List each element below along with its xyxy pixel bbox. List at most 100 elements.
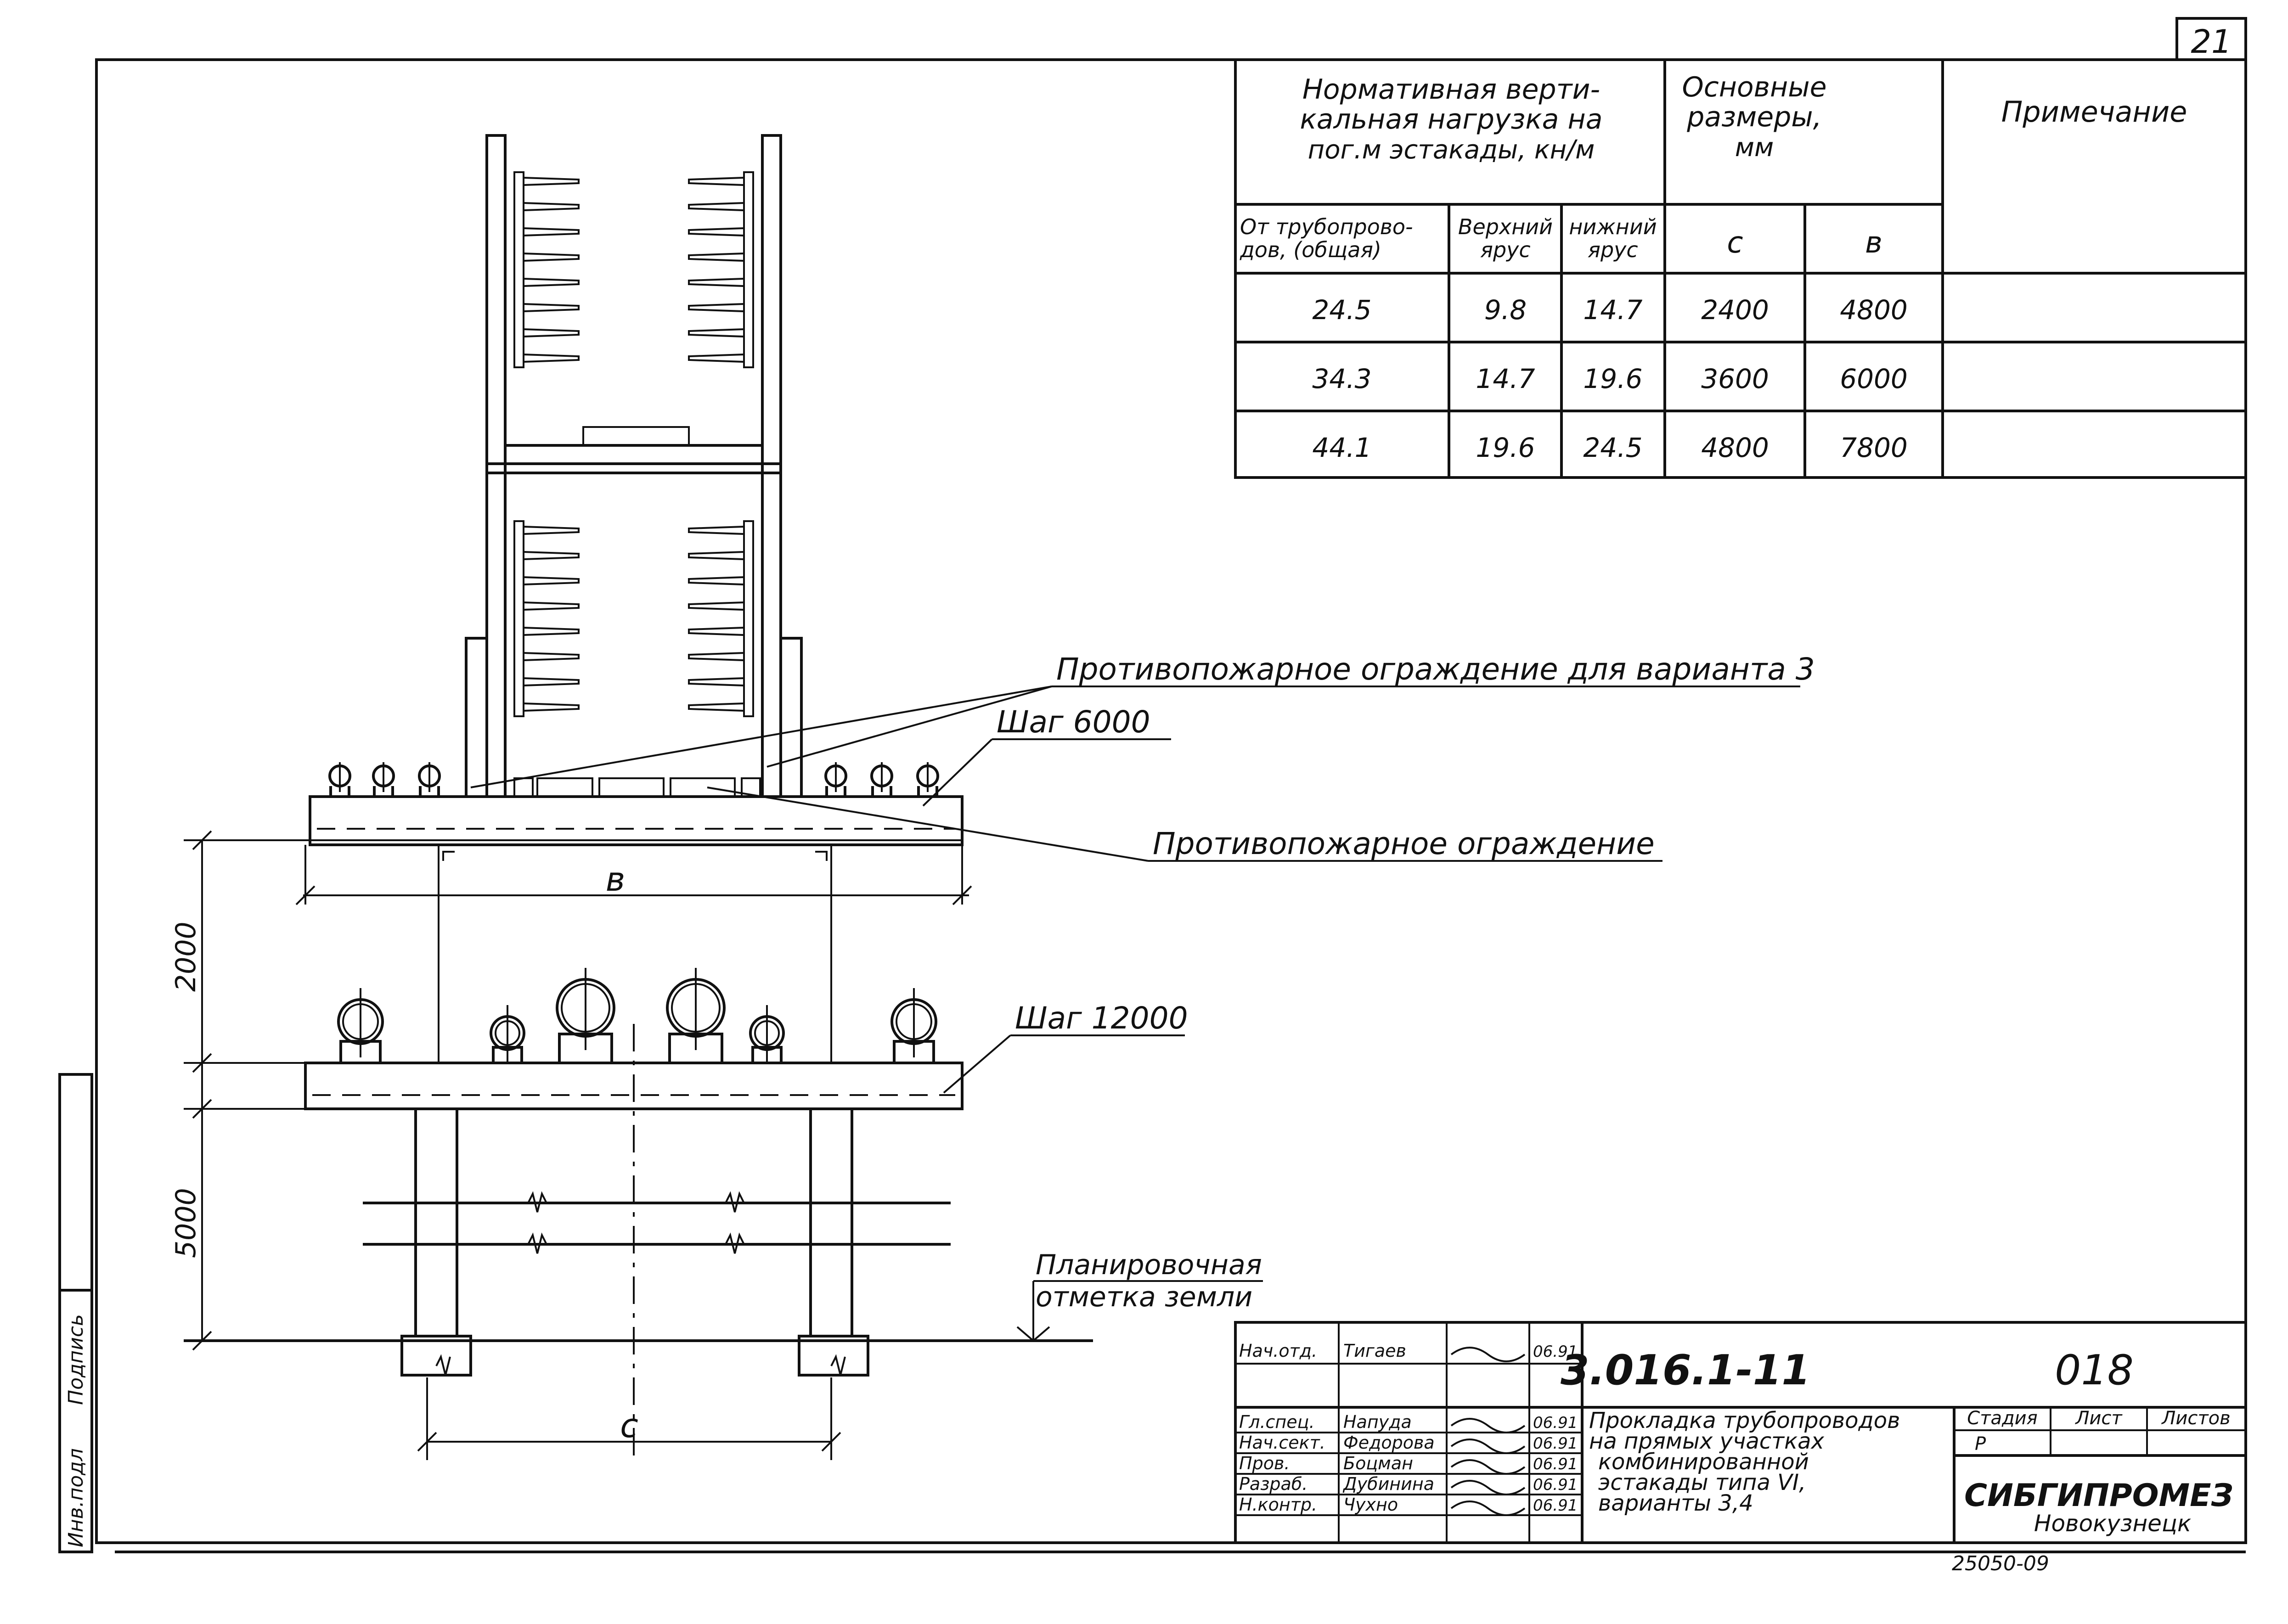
- cable-shelf-bracket: [523, 652, 580, 662]
- row-2-b: 6000: [1840, 363, 1908, 394]
- ground-label-line-2: отметка земли: [1036, 1281, 1252, 1313]
- cable-shelf-bracket: [688, 525, 745, 535]
- signature-name: Дубинина: [1342, 1474, 1434, 1494]
- cable-shelf-bracket: [523, 252, 580, 262]
- ground-label-line-1: Планировочная: [1036, 1249, 1262, 1281]
- cable-shelf-bracket: [688, 652, 745, 662]
- cable-shelf-bracket: [523, 626, 580, 636]
- cable-shelf-bracket: [523, 353, 580, 363]
- cable-shelf-bracket: [688, 277, 745, 287]
- row-3-c: 4800: [1701, 432, 1769, 463]
- cable-shelf-bracket: [688, 303, 745, 313]
- cable-shelf-bracket: [688, 551, 745, 561]
- row-1-upper: 9.8: [1484, 294, 1527, 326]
- signature-role: Разраб.: [1239, 1474, 1307, 1494]
- stage-value: Р: [1975, 1433, 1986, 1455]
- cable-shelf-bracket: [523, 176, 580, 186]
- signature-scribble: [1450, 1439, 1526, 1454]
- signature-date: 06.91: [1533, 1414, 1578, 1432]
- signature-date: 06.91: [1533, 1343, 1578, 1361]
- middle-frame: [438, 844, 832, 1064]
- step-6000-label: Шаг 6000: [997, 704, 1150, 740]
- title-line-1: Прокладка трубопроводов: [1589, 1408, 1900, 1433]
- stage-label: Стадия: [1967, 1408, 2037, 1429]
- row-2-total: 34.3: [1312, 363, 1371, 394]
- signature-name: Тигаев: [1343, 1341, 1406, 1361]
- signature-date: 06.91: [1533, 1476, 1578, 1494]
- org-name: СИБГИПРОМЕЗ: [1964, 1478, 2233, 1514]
- cable-shelf-bracket: [688, 601, 745, 611]
- col-c: с: [1727, 226, 1743, 260]
- cable-shelf-bracket: [523, 576, 580, 586]
- signature-date: 06.91: [1533, 1455, 1578, 1473]
- col-total-line-1: От трубопрово-: [1240, 214, 1413, 239]
- dim-c: с: [620, 1406, 638, 1445]
- sheet-frame: [95, 58, 2247, 1544]
- annotation-leaders: Противопожарное ограждение для варианта …: [470, 652, 1815, 1342]
- row-3-total: 44.1: [1312, 432, 1371, 463]
- col-b: в: [1865, 226, 1882, 260]
- row-1-c: 2400: [1701, 294, 1769, 326]
- dim-2000: 2000: [170, 922, 202, 992]
- dimensions: 2000 5000 в с: [170, 830, 972, 1460]
- cable-shelf-bracket: [688, 576, 745, 586]
- cable-shelf-bracket: [688, 328, 745, 338]
- doc-code: 3.016.1-11: [1561, 1346, 1810, 1394]
- signature-date: 06.91: [1533, 1434, 1578, 1453]
- cable-shelf-bracket: [688, 702, 745, 712]
- row-1-total: 24.5: [1312, 294, 1371, 326]
- cable-shelf-bracket: [688, 353, 745, 363]
- cable-shelf-bracket: [523, 328, 580, 338]
- row-2-c: 3600: [1701, 363, 1769, 394]
- cable-shelf-bracket: [523, 202, 580, 212]
- bottom-stamp: 25050-09: [1952, 1552, 2049, 1575]
- cable-rack-upper: [465, 134, 803, 798]
- col-total-line-2: дов, (общая): [1240, 237, 1381, 262]
- signature-scribble: [1450, 1480, 1526, 1495]
- header-note: Примечание: [2001, 95, 2187, 129]
- cable-shelf-bracket: [523, 677, 580, 687]
- signature-date: 06.91: [1533, 1496, 1578, 1515]
- step-12000-label: Шаг 12000: [1015, 1000, 1188, 1036]
- col-upper-line-1: Верхний: [1458, 214, 1553, 239]
- header-load-line-3: пог.м эстакады, кн/м: [1308, 135, 1595, 165]
- row-2-upper: 14.7: [1476, 363, 1535, 394]
- cable-shelf-bracket: [688, 252, 745, 262]
- signature-scribble: [1450, 1500, 1526, 1516]
- load-table: Нормативная верти- кальная нагрузка на п…: [1234, 58, 2247, 479]
- col-upper-line-2: ярус: [1480, 237, 1530, 262]
- cable-shelf-bracket: [523, 525, 580, 535]
- cable-shelf-bracket: [688, 176, 745, 186]
- header-load-line-1: Нормативная верти-: [1302, 73, 1600, 106]
- dim-b: в: [606, 860, 625, 899]
- dim-5000: 5000: [170, 1188, 202, 1258]
- margin-inv-label: Инв.подл: [64, 1448, 88, 1547]
- cable-shelves-right-upper: [688, 171, 754, 368]
- signature-role: Нач.отд.: [1239, 1341, 1317, 1361]
- signature-role: Н.контр.: [1239, 1495, 1317, 1515]
- signature-role: Гл.спец.: [1239, 1412, 1315, 1432]
- title-line-2: на прямых участках: [1589, 1428, 1824, 1454]
- cable-shelf-bracket: [688, 202, 745, 212]
- signature-role: Нач.сект.: [1239, 1433, 1325, 1453]
- signature-name: Напуда: [1343, 1412, 1412, 1432]
- signature-name: Федорова: [1343, 1433, 1435, 1453]
- col-lower-line-2: ярус: [1588, 237, 1638, 262]
- cable-shelf-bracket: [523, 601, 580, 611]
- cable-shelf-bracket: [688, 227, 745, 237]
- pipelines-lower-tier: [337, 968, 937, 1064]
- sheet-label: Лист: [2074, 1408, 2123, 1429]
- margin-sign-label: Подпись: [64, 1314, 88, 1405]
- title-line-3: комбинированной: [1598, 1449, 1809, 1475]
- signature-name: Боцман: [1343, 1453, 1413, 1473]
- title-line-5: варианты 3,4: [1598, 1490, 1753, 1516]
- fire-barrier-label: Противопожарное ограждение: [1153, 826, 1655, 861]
- cable-shelves-left-upper: [513, 171, 580, 368]
- row-3-lower: 24.5: [1583, 432, 1642, 463]
- cable-shelf-bracket: [523, 303, 580, 313]
- cable-shelf-bracket: [688, 626, 745, 636]
- row-1-lower: 14.7: [1583, 294, 1642, 326]
- row-1-b: 4800: [1840, 294, 1908, 326]
